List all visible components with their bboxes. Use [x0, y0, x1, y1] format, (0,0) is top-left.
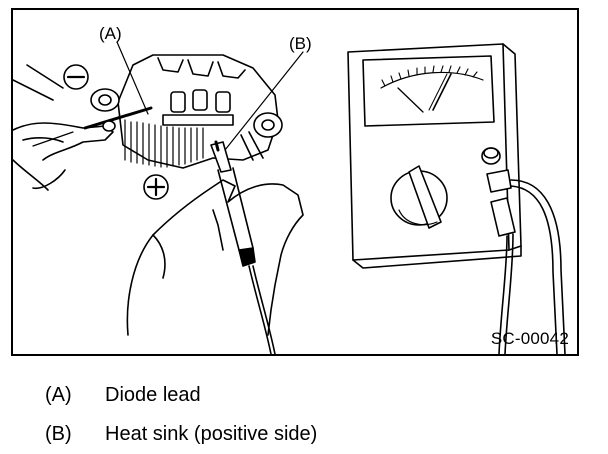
callout-b: (B): [289, 34, 312, 53]
callout-a: (A): [99, 24, 122, 43]
legend-key: (A): [45, 384, 72, 406]
leader-line-a: [116, 41, 149, 115]
legend-key: (B): [45, 423, 72, 445]
diagram-figure: (A) (B) SC-00042: [11, 8, 579, 356]
rectifier-assembly: [90, 54, 283, 169]
right-hand-probe: [126, 140, 304, 354]
negative-symbol: [63, 64, 89, 90]
meter-scale-ticks: [381, 65, 478, 87]
legend-label: Heat sink (positive side): [105, 423, 318, 445]
legend-label: Diode lead: [105, 384, 201, 406]
left-hand-probe: [13, 64, 153, 191]
figure-code: SC-00042: [490, 329, 569, 348]
illustration: [13, 41, 566, 354]
leader-line-b: [224, 51, 304, 151]
positive-symbol: [143, 174, 169, 200]
multimeter: [347, 43, 566, 354]
heat-sink-fins: [124, 119, 204, 168]
